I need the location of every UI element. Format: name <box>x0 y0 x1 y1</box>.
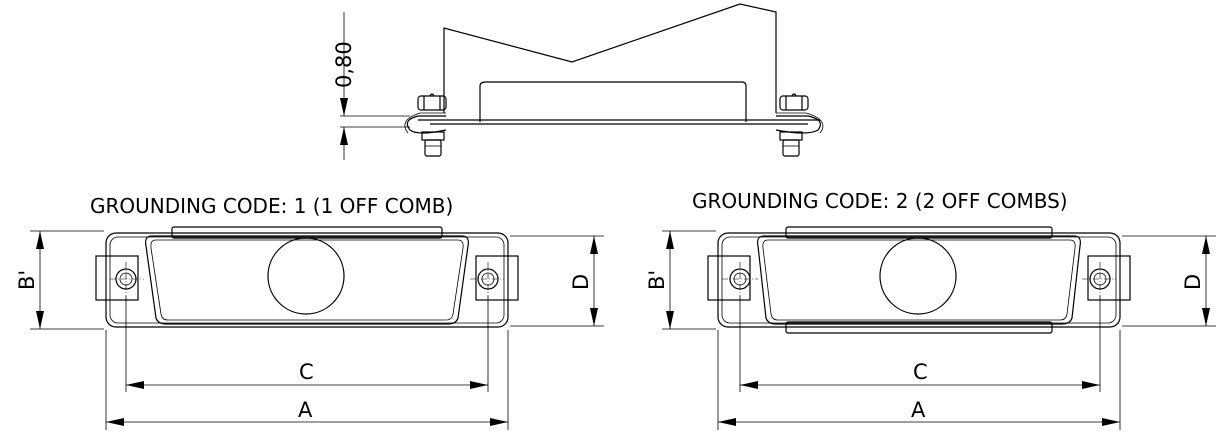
side-view: 0,80 <box>332 3 824 160</box>
dim-b-label-2: B' <box>645 270 669 290</box>
grounding-code-1-caption: GROUNDING CODE: 1 (1 OFF COMB) <box>90 194 453 218</box>
grounding-code-2-caption: GROUNDING CODE: 2 (2 OFF COMBS) <box>692 189 1068 213</box>
dim-d-label-1: D <box>569 274 593 290</box>
dim-a-label-1: A <box>298 398 313 422</box>
grounding-code-1-view: GROUNDING CODE: 1 (1 OFF COMB) B' <box>15 194 604 430</box>
dim-a-label-2: A <box>911 398 926 422</box>
dim-c-label-2: C <box>913 360 928 384</box>
grounding-code-2-view: GROUNDING CODE: 2 (2 OFF COMBS) B' <box>645 189 1216 430</box>
dim-d-label-2: D <box>1181 274 1205 290</box>
dim-b-label-1: B' <box>15 270 39 290</box>
dim-c-label-1: C <box>299 360 314 384</box>
thickness-dimension-label: 0,80 <box>332 41 356 88</box>
